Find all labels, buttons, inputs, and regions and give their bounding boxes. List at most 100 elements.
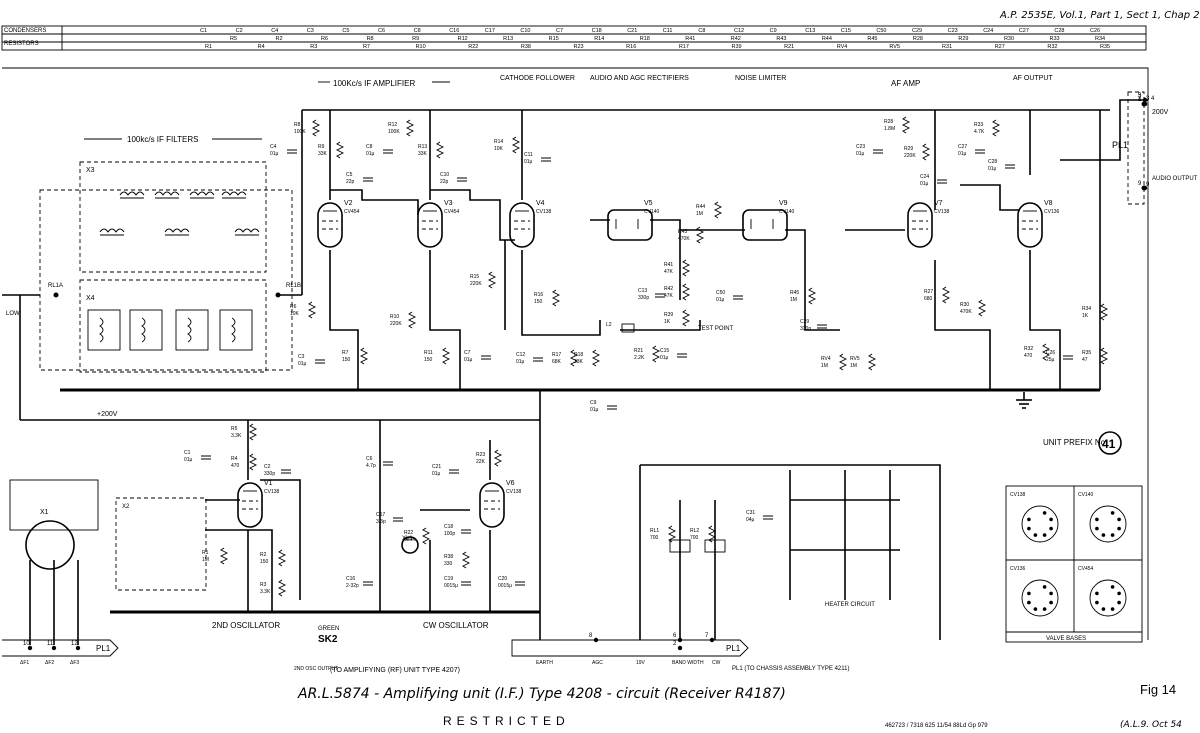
component-value: 01μ [270,151,279,157]
header-ref: A.P. 2535E, Vol.1, Part 1, Sect 1, Chap … [999,10,1200,21]
cw-oscillator: XL1 CW OSCILLATOR [379,420,491,630]
component-ref: C15 [660,348,669,354]
condensers-label: CONDENSERS [4,28,46,34]
earth-symbol [1016,392,1032,409]
svg-text:X4: X4 [86,295,95,302]
index-entry: C29 [912,28,922,34]
index-entry: R1 [205,44,212,50]
index-entry: R8 [367,36,374,42]
pin-6: 6 [673,633,683,643]
component-value: 150 [424,357,433,363]
component-ref: C3 [298,354,305,360]
index-entry: R9 [412,36,419,42]
svg-text:RL1B: RL1B [286,283,301,289]
index-entry: C9 [770,28,777,34]
component-value: 10K [494,146,504,152]
component-ref: R34 [1082,306,1091,312]
component-value: 3.3K [231,433,242,439]
component-ref: R5 [231,426,238,432]
screen-outline [39,189,293,371]
component-ref: C2 [264,464,271,470]
section-audio-agc: AUDIO AND AGC RECTIFIERS [590,75,689,82]
pin-8: 8 [589,633,599,643]
index-entry: C2 [236,28,243,34]
index-entry: R13 [503,36,513,42]
index-entry: C6 [378,28,385,34]
component-value: 01μ [920,181,929,187]
section-cw-oscillator: CW OSCILLATOR [423,621,489,630]
valve-type: CV140 [644,209,660,215]
component-value: 01μ [524,159,533,165]
index-entry: C7 [556,28,563,34]
valve-id: V2 [344,200,353,207]
index-entry: R3 [310,44,317,50]
component-ref: R38 [444,554,453,560]
component-ref: R30 [960,302,969,308]
component-ref: C4 [270,144,277,150]
component-value: 0015μ [444,583,458,589]
component-ref: R32 [1024,346,1033,352]
filter-coil [234,228,260,236]
component-value: 47K [664,293,674,299]
component-value: 0015μ [498,583,512,589]
component-value: 700 [690,535,699,541]
component-value: 220K [470,281,482,287]
section-noise-limiter: NOISE LIMITER [735,75,786,82]
valve-id: V7 [934,200,943,207]
components: R8100KR933KR12100KR1333KR1410KC401μC801μ… [184,116,1109,597]
index-entry: R27 [995,44,1005,50]
component-ref: R33 [974,122,983,128]
bottom-connectors: PL1 PL1 EARTH AGC 19V BAND WIDTH CW PL1 … [2,326,850,674]
component-value: 330 [444,561,453,567]
component-value: 680K [404,537,416,543]
valve-type: CV454 [444,209,460,215]
component-ref: C28 [988,159,997,165]
index-entry: R22 [468,44,478,50]
second-oscillator: X2 X1 2ND OSCILLATOR [9,420,301,645]
component-value: 1M [202,557,209,563]
component-ref: RL1 [650,528,659,534]
component-ref: L2 [606,322,612,328]
component-value: 47 [1082,357,1088,363]
component-index-table [1,25,1147,51]
index-entry: R4 [258,44,265,50]
index-entry: R12 [458,36,468,42]
component-ref: C8 [366,144,373,150]
index-entry: R45 [867,36,877,42]
index-entry: R14 [594,36,604,42]
component-ref: C26 [1046,350,1055,356]
index-entry: C28 [1054,28,1064,34]
component-value: 22K [476,459,486,465]
component-ref: R29 [904,146,913,152]
component-value: 470 [231,463,240,469]
print-ref: 462723 / 7318 625 11/54 88Ld Gp 979 [885,723,988,729]
index-entry: C16 [449,28,459,34]
